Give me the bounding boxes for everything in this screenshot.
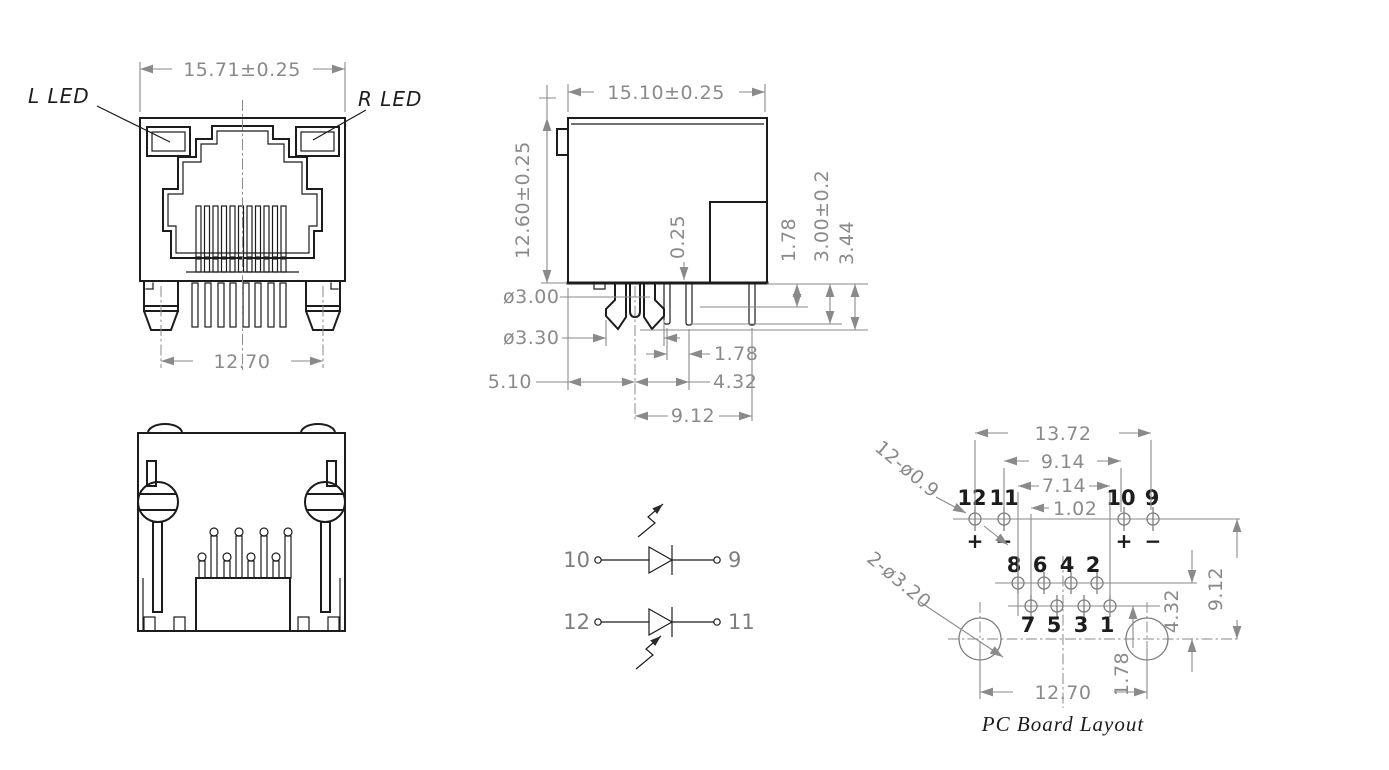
pcb-dim-102 bbox=[1030, 503, 1049, 598]
pcb-dim-1270 bbox=[979, 648, 1148, 699]
pcb-dim-1372 bbox=[974, 428, 1152, 510]
pcb-dim-914 bbox=[1003, 456, 1122, 512]
diode1-anode-label: 10 bbox=[563, 548, 590, 572]
pcb-pin8-label: 8 bbox=[1007, 553, 1022, 577]
pcb-pin7-label: 7 bbox=[1021, 613, 1036, 637]
side-step-block bbox=[709, 201, 768, 284]
jack-opening-outer bbox=[162, 125, 323, 259]
side-dim-912 bbox=[635, 328, 753, 421]
side-dim-post-to-last-pin-text: 9.12 bbox=[671, 405, 715, 427]
side-dim-top-width bbox=[567, 84, 766, 112]
led-holder-right bbox=[304, 460, 346, 613]
diode2-cathode-label: 11 bbox=[728, 610, 755, 634]
rear-body-outline bbox=[137, 432, 346, 632]
rear-view bbox=[137, 423, 346, 632]
side-view: 15.10±0.25 12.60±0.25 0.25 1.78 3.00±0.2… bbox=[488, 82, 868, 427]
terminal-block bbox=[195, 577, 291, 632]
pcb-dim-led-outer-text: 13.72 bbox=[1035, 423, 1092, 445]
pcb-mount-holes-leader bbox=[919, 601, 1004, 658]
diode2-anode-label: 12 bbox=[563, 610, 590, 634]
led-window-left-icon bbox=[146, 126, 191, 157]
pcb-pin9-label: 9 bbox=[1145, 486, 1160, 510]
pcb-pin6-label: 6 bbox=[1033, 553, 1048, 577]
side-pins bbox=[663, 282, 756, 326]
side-dim-tail-b-text: 3.00±0.2 bbox=[811, 170, 833, 262]
pcb-dim-stagger-text: 1.02 bbox=[1053, 498, 1097, 520]
rear-dome-right bbox=[299, 423, 337, 435]
diode1-light-arrow-icon bbox=[637, 503, 664, 538]
contact-tails bbox=[191, 282, 287, 328]
pcb-dim-row-to-mount-text: 4.32 bbox=[1161, 589, 1183, 633]
side-dim-standoff-text: 0.25 bbox=[667, 215, 689, 259]
led-circuit-schematic: 10 9 12 11 bbox=[563, 503, 755, 670]
diode1-anode-terminal bbox=[594, 556, 602, 564]
pcb-pin12-label: 12 bbox=[957, 486, 986, 510]
rear-feet bbox=[143, 616, 340, 632]
side-dim-pin-pitch-text: 1.78 bbox=[714, 343, 758, 365]
pcb-pin12-polarity: + bbox=[967, 529, 984, 553]
pcb-pin2-label: 2 bbox=[1086, 553, 1101, 577]
pcb-caption: PC Board Layout bbox=[981, 712, 1145, 736]
front-dim-top-width-text: 15.71±0.25 bbox=[183, 59, 301, 81]
pcb-dim-led-to-mount-text: 9.12 bbox=[1205, 567, 1227, 611]
side-dim-top-width-text: 15.10±0.25 bbox=[607, 82, 725, 104]
rear-pins bbox=[197, 527, 293, 579]
side-dim-post-dia-text: ø3.00 bbox=[503, 286, 559, 308]
pcb-small-holes-leader bbox=[935, 496, 967, 514]
side-dim-height bbox=[539, 85, 566, 284]
side-dim-post-to-pin-text: 4.32 bbox=[713, 371, 757, 393]
side-dim-tail-a-text: 1.78 bbox=[778, 218, 800, 262]
side-dim-pin-pitch bbox=[646, 328, 710, 390]
pcb-small-holes-leader-tail bbox=[983, 525, 1009, 546]
pcb-dim-led-inner-text: 9.14 bbox=[1041, 451, 1085, 473]
led-right-label: R LED bbox=[358, 87, 422, 111]
pcb-layout: 12 11 10 9 + − + − 8 6 4 2 7 5 3 1 13.72… bbox=[863, 423, 1242, 736]
diode1-symbol bbox=[601, 545, 714, 575]
signal-holes-bottom bbox=[1024, 595, 1117, 617]
side-dim-edge-to-post-text: 5.10 bbox=[488, 371, 532, 393]
led-left-label: L LED bbox=[28, 84, 90, 108]
side-dim-chain bbox=[536, 288, 710, 390]
led-holder-left bbox=[137, 460, 179, 613]
pcb-pin9-polarity: − bbox=[1145, 529, 1162, 553]
jack-opening-inner bbox=[167, 130, 318, 254]
pcb-pin5-label: 5 bbox=[1047, 613, 1062, 637]
front-dim-top-width bbox=[139, 62, 346, 112]
led-right-leader bbox=[312, 109, 367, 141]
pcb-pin1-label: 1 bbox=[1100, 613, 1115, 637]
pcb-small-holes-callout-text: 12-ø0.9 bbox=[871, 436, 944, 502]
led-pin-holes bbox=[968, 507, 1160, 531]
standoff-boss bbox=[593, 282, 606, 290]
side-dim-height-text: 12.60±0.25 bbox=[512, 141, 534, 259]
diode1-cathode-terminal bbox=[713, 556, 721, 564]
pcb-pin4-label: 4 bbox=[1060, 553, 1075, 577]
pcb-dim-mount-span-text: 12.70 bbox=[1035, 682, 1092, 704]
side-tail-dims bbox=[640, 283, 868, 331]
pcb-dim-714 bbox=[1017, 481, 1111, 616]
front-view: 15.71±0.25 12.70 L LED R LED bbox=[28, 59, 422, 373]
contact-comb-upper bbox=[195, 205, 287, 258]
led-left-leader bbox=[96, 105, 171, 143]
contact-comb-lower bbox=[186, 258, 299, 273]
diode2-cathode-terminal bbox=[713, 618, 721, 626]
pcb-dim-signal-span-text: 7.14 bbox=[1042, 475, 1086, 497]
front-dim-bottom-width-text: 12.70 bbox=[214, 351, 271, 373]
led-window-right-icon bbox=[295, 126, 340, 157]
diode1-cathode-label: 9 bbox=[728, 548, 741, 572]
pcb-mount-holes-callout-text: 2-ø3.20 bbox=[863, 547, 936, 613]
pcb-dim-row-gap-text: 1.78 bbox=[1111, 652, 1133, 696]
rear-dome-left bbox=[146, 423, 184, 435]
side-dim-post-barb-dia-text: ø3.30 bbox=[503, 327, 559, 349]
diode2-light-arrow-icon bbox=[635, 635, 662, 670]
pcb-pin10-polarity: + bbox=[1116, 529, 1133, 553]
diode2-symbol bbox=[601, 607, 714, 637]
side-front-tab bbox=[556, 128, 569, 156]
pcb-pin3-label: 3 bbox=[1074, 613, 1089, 637]
pcb-pin11-polarity: − bbox=[996, 529, 1013, 553]
side-dim-tail-c-text: 3.44 bbox=[836, 221, 858, 265]
diode2-anode-terminal bbox=[594, 618, 602, 626]
